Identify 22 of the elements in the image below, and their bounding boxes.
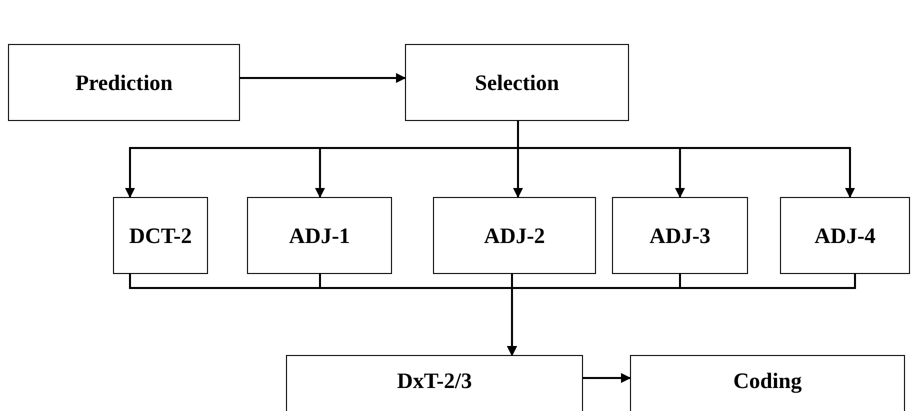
box-label: ADJ-4 [814,222,876,248]
arrow [240,73,406,83]
box-label: DCT-2 [129,222,192,248]
box-label: Coding [733,368,802,394]
box-label: ADJ-1 [288,222,350,248]
process-box [612,197,748,274]
box-label: Selection [474,70,560,96]
arrow [583,373,631,383]
arrow [517,121,855,198]
box-label: DxT-2/3 [397,368,472,394]
box-label: ADJ-2 [484,222,546,248]
arrow [507,274,856,356]
process-box [8,44,240,121]
process-box [247,197,392,274]
process-box [113,197,208,274]
process-box [433,197,596,274]
process-box [286,355,583,411]
process-box [780,197,910,274]
box-label: ADJ-3 [649,222,711,248]
box-label: Prediction [75,70,173,96]
process-box [630,355,905,411]
process-box [405,44,629,121]
